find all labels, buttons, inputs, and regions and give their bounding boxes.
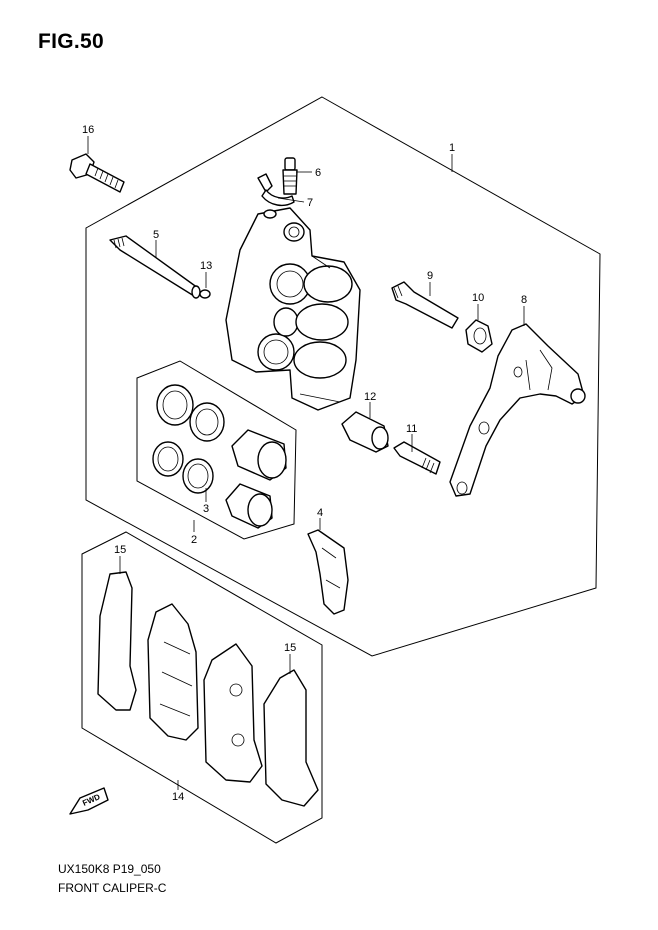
callout-9: 9 (427, 270, 433, 282)
callout-6: 6 (315, 167, 321, 179)
callout-16: 16 (82, 124, 94, 136)
figure-caption: FRONT CALIPER-C (58, 881, 167, 895)
piston-seals-3 (152, 384, 225, 494)
callout-7: 7 (307, 197, 313, 209)
pad-kit-boundary-14 (81, 531, 323, 844)
callout-14: 14 (172, 791, 184, 803)
seal-kit-boundary-2 (136, 360, 297, 540)
pistons (225, 429, 287, 529)
assembly-boundary-1 (85, 96, 601, 657)
callout-4: 4 (317, 507, 323, 519)
callout-15b: 15 (284, 642, 296, 654)
caliper-bracket-8 (449, 323, 586, 497)
callout-5: 5 (153, 229, 159, 241)
brake-pads (97, 571, 319, 807)
callout-13: 13 (200, 260, 212, 272)
callout-10: 10 (472, 292, 484, 304)
forward-direction-badge: FWD (69, 787, 109, 815)
slide-pin-9 (391, 281, 459, 329)
leader-lines (87, 136, 525, 790)
figure-number: FIG.50 (38, 30, 104, 53)
callout-labels: 16 1 6 7 5 13 9 10 8 12 11 3 2 4 15 15 1… (82, 124, 527, 803)
bolt-16 (69, 153, 125, 193)
callout-8: 8 (521, 294, 527, 306)
caliper-body (225, 207, 361, 411)
callout-1: 1 (449, 142, 455, 154)
pad-spring-4 (307, 529, 349, 615)
callout-15a: 15 (114, 544, 126, 556)
callout-2: 2 (191, 534, 197, 546)
callout-11: 11 (406, 423, 417, 435)
pad-pin-5 (109, 235, 201, 299)
bleeder-valve-6 (282, 157, 298, 195)
bleeder-cap-7 (257, 173, 295, 207)
slide-pin-11 (393, 441, 441, 475)
pin-boot-12 (341, 411, 389, 453)
clip-13 (199, 289, 211, 299)
callout-12: 12 (364, 391, 376, 403)
model-code: UX150K8 P19_050 (58, 862, 161, 876)
callout-3: 3 (203, 503, 209, 515)
boot-10 (465, 319, 493, 353)
